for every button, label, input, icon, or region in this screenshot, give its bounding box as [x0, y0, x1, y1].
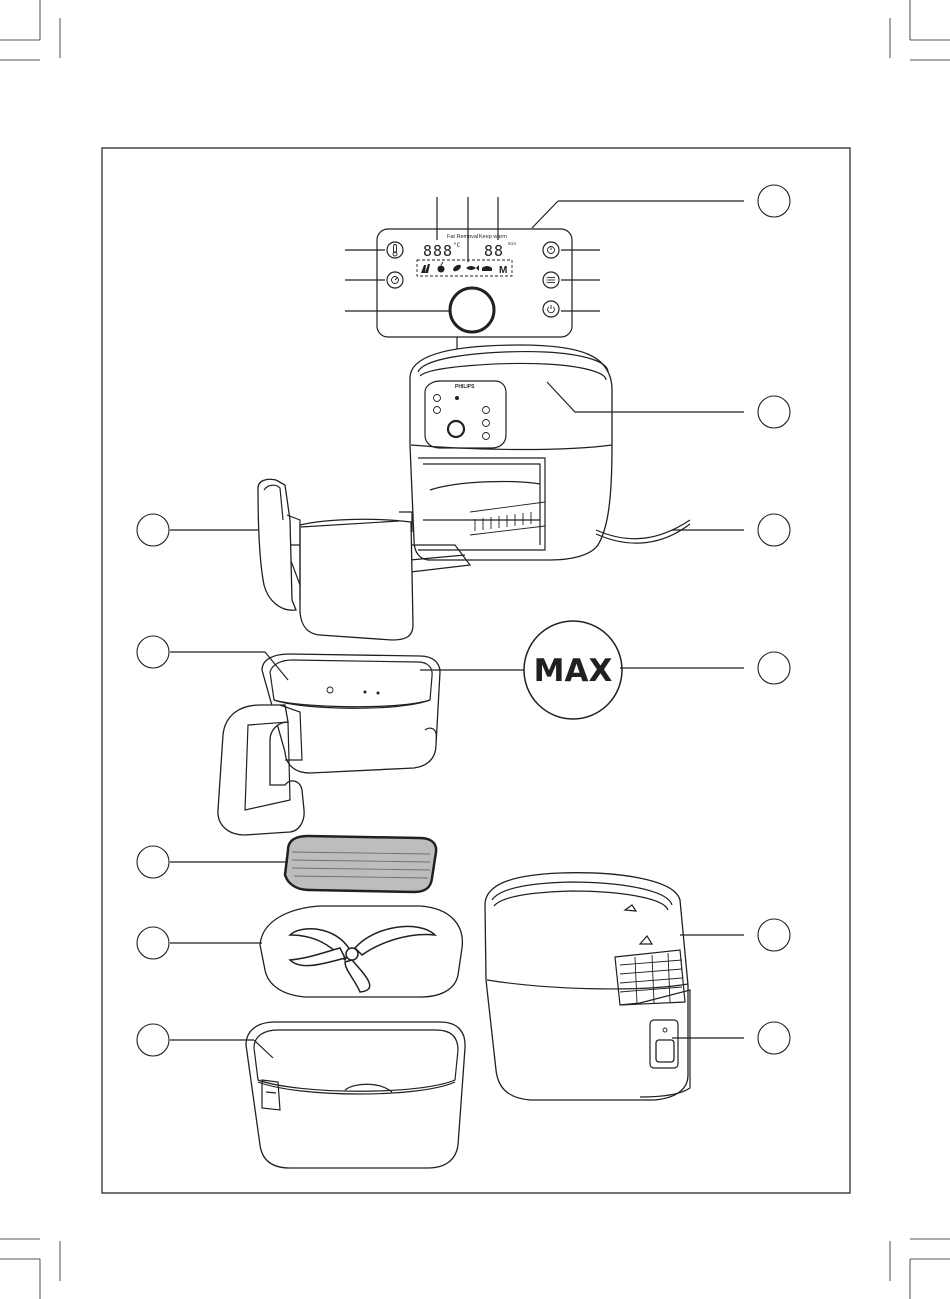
fish-icon	[466, 265, 479, 271]
chicken-icon	[438, 262, 445, 273]
timer-icon	[392, 277, 399, 284]
paddle-accessory	[260, 906, 462, 997]
temperature-display: 888	[423, 242, 453, 260]
cake-icon	[482, 266, 492, 271]
drawer-callout	[137, 514, 258, 546]
inner-bowl	[246, 1022, 465, 1168]
paddle-callout	[137, 927, 262, 959]
airfryer-rear-view	[485, 873, 690, 1100]
menu-list-icon	[546, 277, 555, 283]
basket-with-handle	[218, 654, 440, 835]
thermometer-icon	[393, 245, 397, 257]
airfryer-main-unit: PHILIPS	[410, 345, 690, 560]
fat-removal-label: Fat Removal	[447, 234, 478, 240]
drumstick-icon	[452, 263, 462, 272]
time-unit: min	[508, 241, 516, 247]
clock-icon	[548, 247, 555, 254]
brand-logo-text: PHILIPS	[455, 384, 475, 390]
max-badge-text: MAX	[534, 653, 613, 689]
manual-preset-letter: M	[499, 265, 507, 276]
time-display: 88	[484, 242, 504, 260]
mesh-callout	[137, 846, 288, 878]
power-icon	[548, 305, 555, 313]
temperature-unit: °C	[453, 242, 461, 249]
fries-icon	[421, 264, 430, 273]
control-knob	[450, 288, 494, 332]
control-panel: Fat Removal Keep warm 888 °C 88 min M	[377, 229, 572, 337]
keep-warm-label: Keep warm	[479, 234, 507, 240]
mesh-insert	[285, 836, 436, 892]
